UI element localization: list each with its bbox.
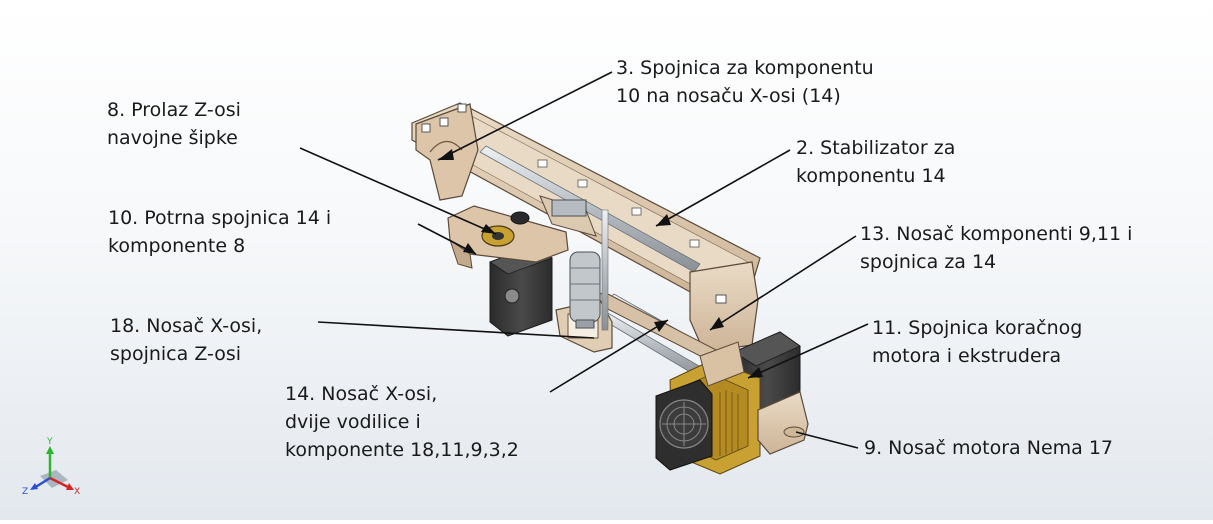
bracket-arc — [429, 140, 463, 153]
leader-lines — [299, 71, 869, 449]
arrow-14 — [654, 320, 668, 332]
triad-x-axis — [49, 476, 71, 490]
leader-arrowheads — [438, 149, 763, 378]
bracket-10-side — [449, 238, 473, 269]
motor-mount-foot — [783, 426, 805, 438]
leader-3 — [437, 71, 613, 161]
z-nut-top — [510, 211, 530, 225]
callout-3: 3. Spojnica za komponentu 10 na nosaču X… — [616, 57, 874, 107]
right-end-plate-13 — [689, 261, 759, 353]
leader-11 — [747, 323, 869, 379]
callout-10: 10. Potrna spojnica 14 i komponente 8 — [108, 207, 332, 257]
triad-y-label: Y — [46, 437, 53, 447]
arrow-2 — [656, 214, 671, 226]
leader-13 — [709, 235, 857, 331]
end-plate-slot — [715, 294, 727, 304]
leader-14 — [549, 319, 669, 393]
callout-11: 11. Spojnica koračnog motora i ekstruder… — [872, 317, 1083, 367]
axis-triad: Y X Z — [22, 437, 80, 497]
extruder-fan — [655, 379, 713, 471]
extruder-coupler-11 — [699, 341, 745, 387]
z-leadscrew — [601, 209, 609, 331]
motor-mount-9 — [757, 391, 809, 455]
leader-18 — [317, 321, 595, 339]
shaft-coupler — [569, 251, 601, 329]
arrow-11 — [748, 367, 763, 378]
triad-z-label: Z — [22, 487, 28, 497]
arrow-8 — [481, 224, 496, 234]
arrow-10 — [463, 243, 476, 254]
callout-13: 13. Nosač komponenti 9,11 i spojnica za … — [860, 223, 1133, 273]
callout-9: 9. Nosač motora Nema 17 — [864, 437, 1114, 459]
x-axis-carrier-assembly — [411, 102, 809, 475]
bracket-slot-3 — [457, 103, 467, 113]
leader-2 — [655, 149, 791, 227]
guide-rod-upper — [479, 145, 701, 273]
arrow-3 — [438, 149, 454, 160]
callout-18: 18. Nosač X-osi, spojnica Z-osi — [110, 315, 263, 365]
bracket-slot-1 — [421, 123, 431, 133]
arrow-13 — [710, 317, 724, 330]
linear-bearing-block — [539, 195, 597, 237]
leader-8 — [299, 147, 497, 235]
leader-9 — [795, 431, 859, 449]
callout-14: 14. Nosač X-osi, dvije vodilice i kompon… — [285, 383, 519, 461]
callout-8: 8. Prolaz Z-osi navojne šipke — [107, 99, 241, 149]
triad-x-label: X — [74, 487, 80, 497]
callout-2: 2. Stabilizator za komponentu 14 — [796, 137, 956, 187]
coupler-bracket-3 — [415, 103, 479, 201]
bracket-slot-2 — [439, 117, 449, 127]
